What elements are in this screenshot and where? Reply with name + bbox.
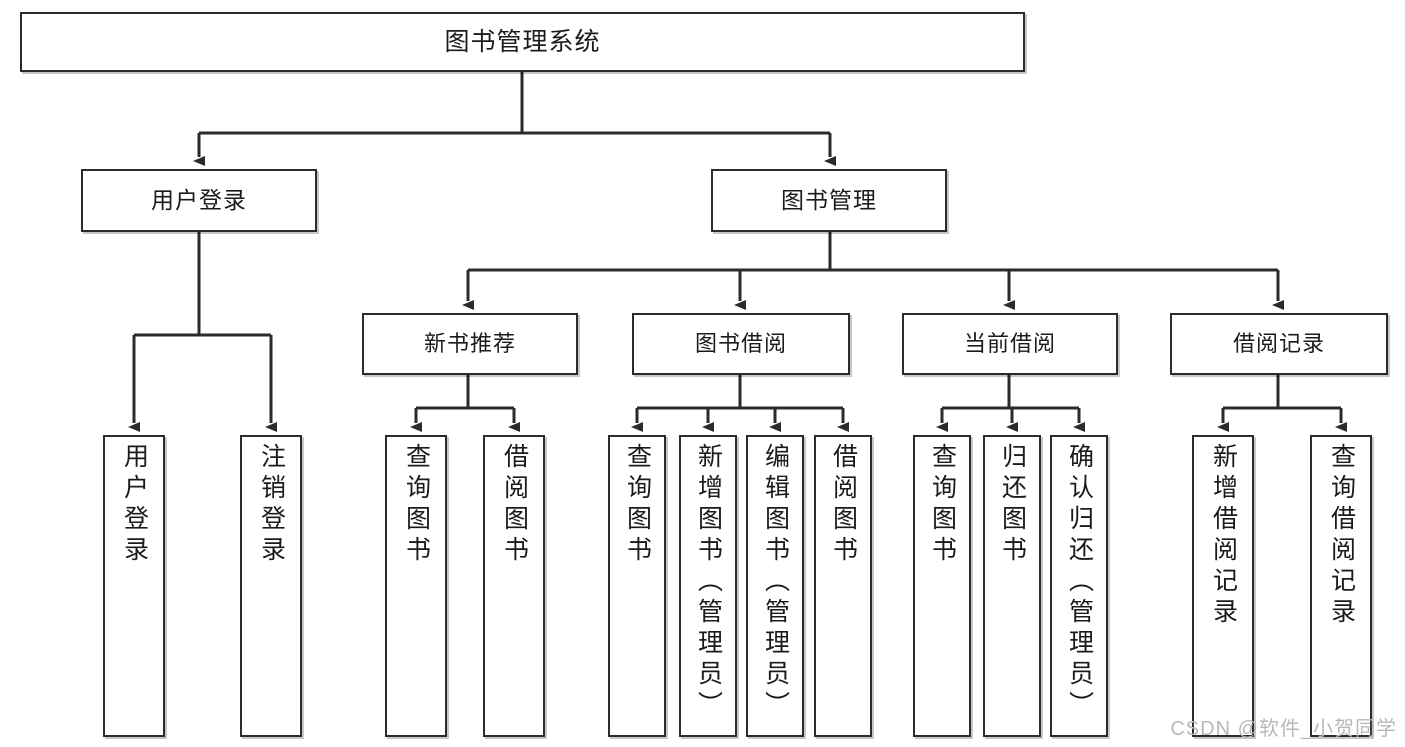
node-label: 归还图书	[998, 443, 1027, 567]
leaf-query-book-newbook[interactable]: 查询图书	[385, 435, 447, 737]
node-new-book-recommendation[interactable]: 新书推荐	[362, 313, 578, 375]
node-borrowing-record[interactable]: 借阅记录	[1170, 313, 1388, 375]
node-label: 图书管理系统	[444, 27, 601, 56]
leaf-confirm-return-admin[interactable]: 确认归还（管理员）	[1050, 435, 1108, 737]
leaf-return-book[interactable]: 归还图书	[983, 435, 1041, 737]
node-label: 查询图书	[402, 443, 431, 567]
node-label: 当前借阅	[963, 331, 1056, 357]
leaf-logout[interactable]: 注销登录	[240, 435, 302, 737]
leaf-borrow-book-borrowing[interactable]: 借阅图书	[814, 435, 872, 737]
node-label: 借阅图书	[500, 443, 529, 567]
leaf-query-borrow-record[interactable]: 查询借阅记录	[1310, 435, 1372, 737]
leaf-add-borrow-record[interactable]: 新增借阅记录	[1192, 435, 1254, 737]
edges-userlogin-to-leaves	[128, 232, 277, 432]
node-label: 借阅图书	[829, 443, 858, 567]
node-label: 用户登录	[120, 443, 149, 567]
leaf-borrow-book-newbook[interactable]: 借阅图书	[483, 435, 545, 737]
edges-level2-to-level3	[462, 232, 1284, 310]
node-label: 新增借阅记录	[1209, 443, 1238, 629]
node-user-login[interactable]: 用户登录	[81, 169, 317, 232]
node-current-borrowing[interactable]: 当前借阅	[902, 313, 1118, 375]
node-label: 编辑图书（管理员）	[761, 443, 790, 722]
node-label: 借阅记录	[1232, 331, 1325, 357]
node-label: 查询借阅记录	[1327, 443, 1356, 629]
leaf-query-book-current[interactable]: 查询图书	[913, 435, 971, 737]
node-label: 查询图书	[623, 443, 652, 567]
node-label: 注销登录	[257, 443, 286, 567]
leaf-edit-book-admin[interactable]: 编辑图书（管理员）	[746, 435, 804, 737]
node-label: 确认归还（管理员）	[1065, 443, 1094, 722]
edges-newbook-to-leaves	[410, 375, 520, 432]
node-label: 用户登录	[151, 187, 247, 214]
leaf-user-login[interactable]: 用户登录	[103, 435, 165, 737]
node-label: 图书借阅	[694, 331, 787, 357]
node-book-borrowing[interactable]: 图书借阅	[632, 313, 850, 375]
node-label: 查询图书	[928, 443, 957, 567]
leaf-query-book-borrowing[interactable]: 查询图书	[608, 435, 666, 737]
node-book-management[interactable]: 图书管理	[711, 169, 947, 232]
leaf-add-book-admin[interactable]: 新增图书（管理员）	[679, 435, 737, 737]
node-label: 新书推荐	[423, 331, 516, 357]
edges-root-to-level2	[193, 72, 836, 166]
node-root-book-management-system[interactable]: 图书管理系统	[20, 12, 1025, 72]
watermark-text: CSDN @软件_小贺同学	[1170, 718, 1397, 740]
edges-borrowrecord-to-leaves	[1217, 375, 1347, 432]
edges-currentborrow-to-leaves	[936, 375, 1085, 432]
node-label: 新增图书（管理员）	[694, 443, 723, 722]
node-label: 图书管理	[781, 187, 877, 214]
edges-bookborrow-to-leaves	[631, 375, 849, 432]
